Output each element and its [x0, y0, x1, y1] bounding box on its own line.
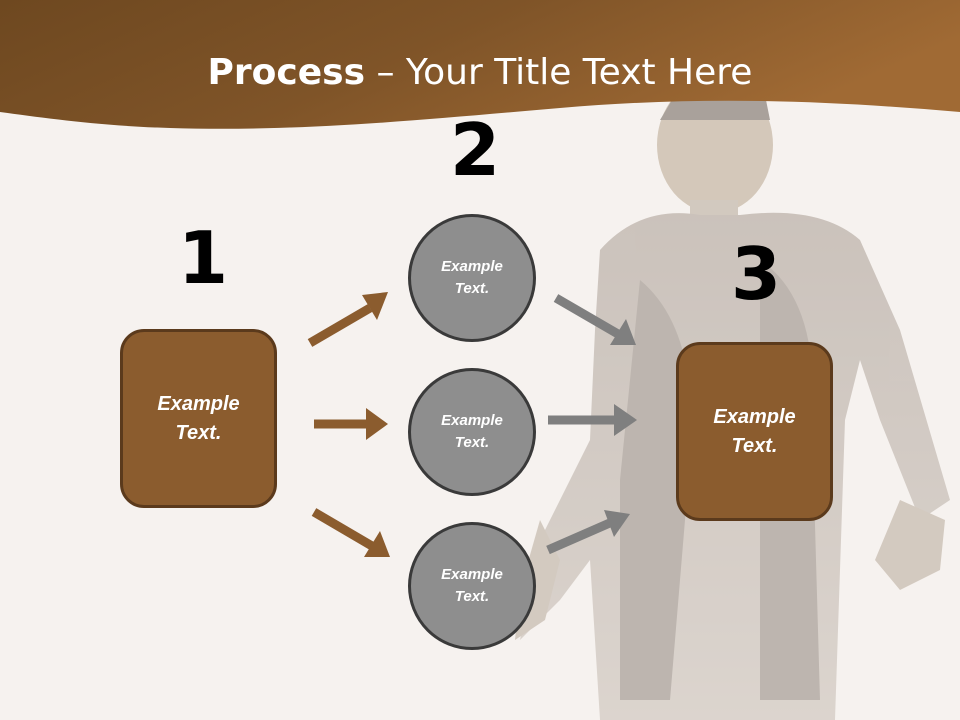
step-2-circle-3: Example Text.	[408, 522, 536, 650]
step-number-3: 3	[731, 232, 782, 316]
step-number-1: 1	[178, 216, 229, 300]
header-band	[0, 0, 960, 129]
arrow-brown-up-right	[307, 292, 388, 347]
arrows	[307, 292, 637, 557]
step-2-circle-2-text: Example Text.	[441, 411, 503, 452]
title-bold: Process	[207, 52, 366, 93]
step-3-box: Example Text.	[676, 342, 833, 521]
slide-title: Process – Your Title Text Here	[0, 52, 960, 93]
arrow-gray-up-right	[546, 510, 630, 555]
step-2-circle-1-text: Example Text.	[441, 257, 503, 298]
arrow-gray-right	[548, 404, 637, 436]
step-3-text: Example Text.	[713, 405, 796, 457]
arrow-gray-down-right	[553, 294, 636, 345]
step-1-box: Example Text.	[120, 329, 277, 508]
step-2-circle-2: Example Text.	[408, 368, 536, 496]
step-2-circle-1: Example Text.	[408, 214, 536, 342]
arrow-brown-down-right	[311, 508, 390, 557]
arrow-brown-right	[314, 408, 388, 440]
title-rest: – Your Title Text Here	[365, 52, 753, 93]
step-2-circle-3-text: Example Text.	[441, 565, 503, 606]
step-number-2: 2	[450, 108, 501, 192]
step-1-text: Example Text.	[157, 392, 240, 444]
